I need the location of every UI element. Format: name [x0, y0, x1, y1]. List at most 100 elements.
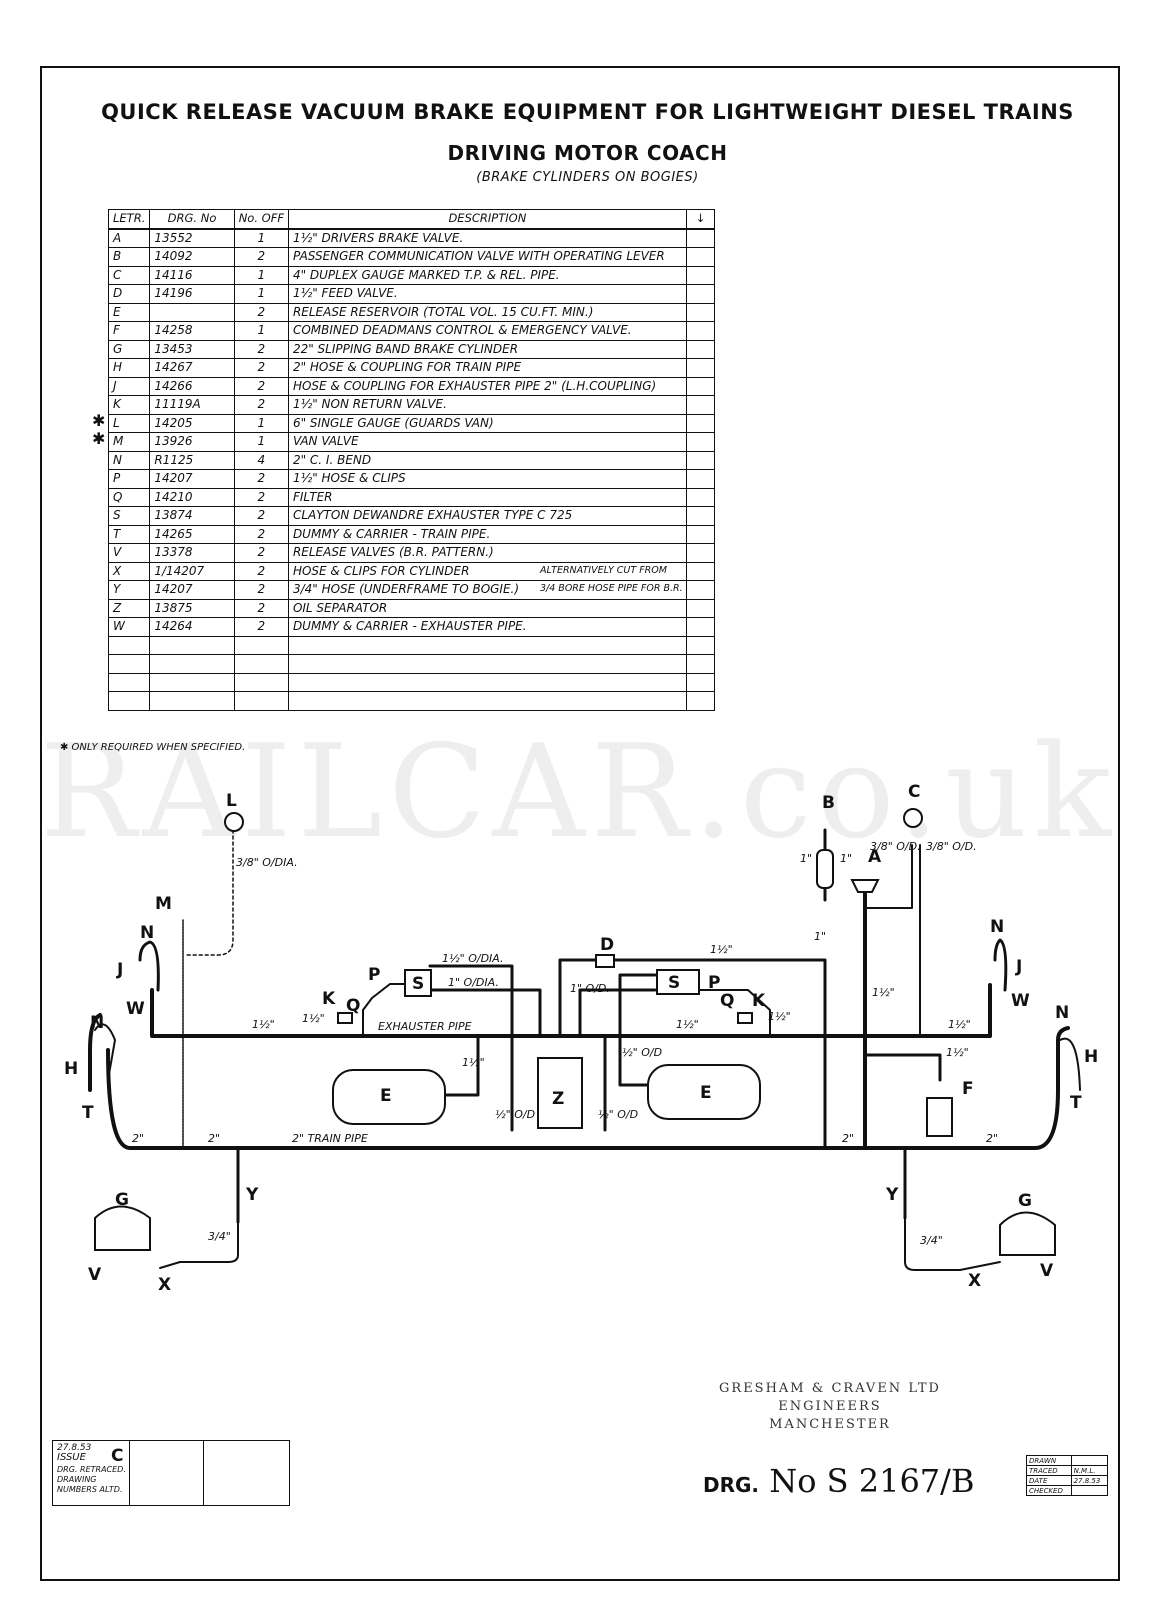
col-letter-header: LETR.	[107, 209, 151, 230]
reservoir-left-pipe	[443, 1034, 480, 1097]
size-1half-3: 1½"	[676, 1018, 699, 1031]
exhauster-branch-right	[699, 989, 771, 1037]
exhauster-s-right	[656, 969, 700, 995]
table-header-row: LETR. DRG. No No. OFF DESCRIPTION ↓	[107, 209, 716, 230]
deadman-valve-f	[926, 1097, 953, 1137]
size-1-od: 1" O/D.	[570, 982, 610, 995]
label-c: C	[908, 782, 920, 802]
oil-separator-z	[537, 1057, 583, 1129]
row-no-off	[233, 691, 289, 711]
row-description: COMBINED DEADMANS CONTROL & EMERGENCY VA…	[287, 321, 687, 341]
star-mark-l: ✱	[92, 411, 106, 430]
drawing-number-prefix: DRG.	[703, 1473, 760, 1497]
row-description: HOSE & COUPLING FOR EXHAUSTER PIPE 2" (L…	[287, 376, 687, 396]
maker-line3: MANCHESTER	[769, 1417, 891, 1432]
size-2in-2: 2"	[208, 1132, 220, 1145]
size-1half-dia: 1½" O/DIA.	[442, 952, 504, 965]
feed-valve-d	[595, 954, 615, 968]
label-d: D	[600, 935, 614, 955]
label-n-bottom-right: N	[1055, 1003, 1069, 1023]
label-p-left: P	[368, 965, 380, 985]
hose-j-right	[993, 938, 1008, 992]
size-half-od-3: ½" O/D	[622, 1046, 662, 1059]
size-3-4-left: 3/4"	[208, 1230, 231, 1243]
row-drg-no: 13453	[149, 339, 235, 359]
row-description: PASSENGER COMMUNICATION VALVE WITH OPERA…	[287, 247, 687, 267]
row-description: 3/4" HOSE (UNDERFRAME TO BOGIE.)	[287, 580, 687, 600]
row-drg-no: 14265	[149, 524, 235, 544]
size-2in-4: 2"	[986, 1132, 998, 1145]
size-2in-3: 2"	[842, 1132, 854, 1145]
drivers-brake-valve-a	[850, 879, 880, 893]
label-y-left: Y	[245, 1185, 259, 1205]
row-letter: H	[107, 358, 151, 378]
row-description: 1½" DRIVERS BRAKE VALVE.	[287, 228, 687, 248]
table-row	[107, 635, 716, 655]
row-drg-no: 14205	[149, 413, 235, 433]
label-k-left: K	[322, 989, 336, 1009]
train-pipe	[106, 1048, 1060, 1150]
row-drg-no: 14116	[149, 265, 235, 285]
row-mark	[685, 228, 716, 248]
comm-valve-b-body	[816, 849, 834, 889]
row-description: RELEASE RESERVOIR (TOTAL VOL. 15 CU.FT. …	[287, 302, 687, 322]
non-return-valve-k-right	[737, 1012, 753, 1024]
guards-gauge-pipe	[184, 829, 234, 956]
drawing-border	[40, 66, 1120, 1581]
label-k-right: K	[752, 991, 766, 1011]
label-j-left: J	[116, 960, 123, 980]
label-x-left: X	[158, 1275, 171, 1295]
label-y-right: Y	[885, 1185, 899, 1205]
size-1half-2: 1½"	[302, 1012, 325, 1025]
row-letter: A	[107, 228, 151, 248]
label-a: A	[868, 847, 882, 867]
label-e-right: E	[700, 1083, 712, 1103]
hose-h-right	[1059, 1037, 1081, 1091]
size-2in-1: 2"	[132, 1132, 144, 1145]
label-w-right: W	[1011, 991, 1030, 1011]
signoff-role: CHECKED	[1026, 1485, 1072, 1496]
label-w-left: W	[126, 999, 145, 1019]
row-no-off: 1	[233, 228, 289, 248]
size-half-od-1: ½" O/D	[495, 1108, 535, 1121]
label-v-right: V	[1040, 1261, 1054, 1281]
size-3-8-dia: 3/8" O/DIA.	[236, 856, 298, 869]
col-off-header: No. OFF	[233, 209, 289, 230]
signoff-role: TRACED	[1026, 1465, 1072, 1476]
issue-note: DRG. RETRACED. DRAWING NUMBERS ALTD.	[57, 1465, 126, 1494]
row-drg-no: 14266	[149, 376, 235, 396]
exhauster-outlet-left	[428, 964, 514, 1132]
drawing-title: QUICK RELEASE VACUUM BRAKE EQUIPMENT FOR…	[101, 100, 1074, 124]
brake-cylinder-g-left	[94, 1205, 151, 1251]
label-t-right: T	[1070, 1093, 1082, 1113]
maker-name: GRESHAM & CRAVEN LTD	[719, 1381, 941, 1396]
watermark: RAILCAR.co.uk	[40, 718, 1117, 867]
row-drg-no: 14207	[149, 469, 235, 489]
label-s-right: S	[668, 973, 680, 993]
issue-label: ISSUE	[57, 1452, 86, 1463]
reservoir-e-left	[332, 1069, 446, 1125]
size-1in-b: 1"	[840, 852, 852, 865]
signoff-value	[1070, 1485, 1109, 1496]
label-s-left: S	[412, 974, 424, 994]
size-1-dia: 1" O/DIA.	[448, 976, 499, 989]
size-exhauster-pipe: EXHAUSTER PIPE	[378, 1020, 472, 1033]
label-n-bottom-left: N	[90, 1013, 104, 1033]
drawing-number-value: No S 2167/B	[769, 1462, 975, 1500]
drawing-note: (BRAKE CYLINDERS ON BOGIES)	[476, 170, 699, 185]
reservoir-e-right	[647, 1064, 761, 1120]
size-half-od-2: ½" O/D	[598, 1108, 638, 1121]
exhauster-outlet-left-2	[428, 988, 542, 1038]
row-drg-no: 13875	[149, 598, 235, 618]
row-drg-no: 14210	[149, 487, 235, 507]
